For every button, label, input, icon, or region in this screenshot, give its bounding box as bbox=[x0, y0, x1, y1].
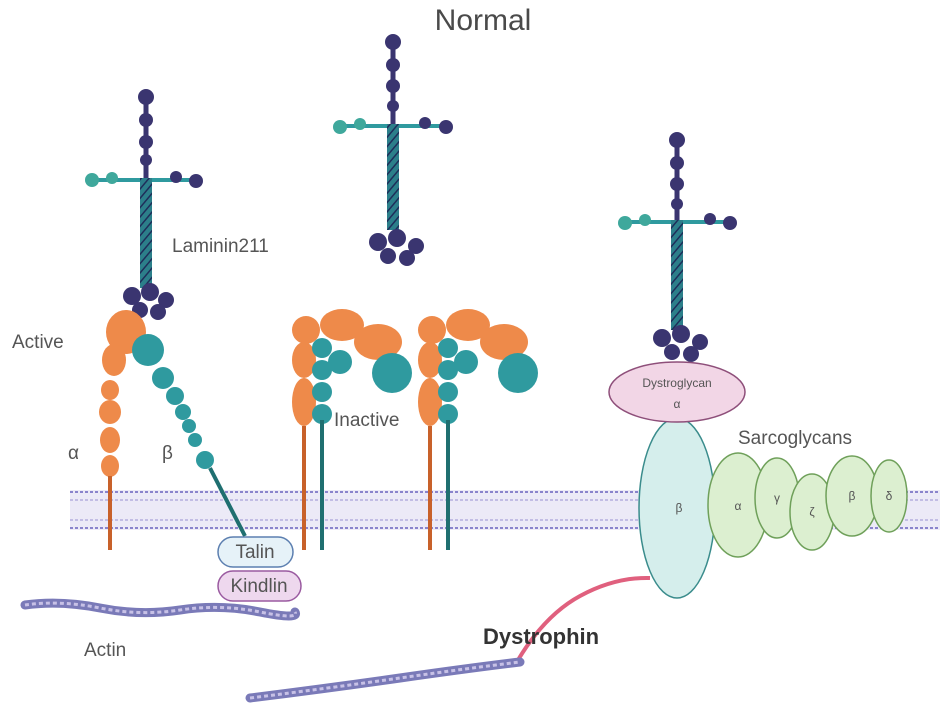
sarcoglycan-gamma-label: γ bbox=[774, 491, 780, 505]
active-label: Active bbox=[12, 332, 64, 353]
talin-box bbox=[217, 536, 294, 568]
sarcoglycan-delta bbox=[870, 459, 908, 533]
sarcoglycan-alpha-label: α bbox=[735, 499, 742, 513]
dystroglycan-beta-label: β bbox=[676, 501, 683, 515]
kindlin-label: Kindlin bbox=[230, 576, 287, 597]
actin-filament-left bbox=[20, 598, 301, 621]
laminin-2 bbox=[333, 34, 453, 266]
laminin-1 bbox=[85, 89, 203, 320]
laminin-label: Laminin211 bbox=[172, 236, 269, 257]
dystrophin-link bbox=[245, 575, 651, 703]
sarcoglycan-delta-label: δ bbox=[886, 489, 893, 503]
dystroglycan-label: Dystroglycan bbox=[642, 376, 711, 390]
sarcoglycan-beta-label: β bbox=[849, 489, 856, 503]
dystrophin-label: Dystrophin bbox=[483, 624, 599, 649]
inactive-label: Inactive bbox=[334, 410, 399, 431]
talin-label: Talin bbox=[235, 542, 274, 563]
inactive-integrin-1 bbox=[292, 309, 412, 550]
inactive-integrin-2 bbox=[418, 309, 538, 550]
beta-label: β bbox=[162, 443, 173, 464]
sarcoglycan-zeta-label: ζ bbox=[809, 505, 815, 519]
dystroglycan-alpha-label: α bbox=[674, 397, 681, 411]
alpha-label: α bbox=[68, 443, 79, 464]
dystroglycan-alpha bbox=[608, 361, 746, 423]
actin-label: Actin bbox=[84, 640, 126, 661]
sarcoglycans-label: Sarcoglycans bbox=[738, 428, 852, 449]
diagram-title: Normal bbox=[435, 4, 532, 37]
laminin-3 bbox=[618, 132, 737, 362]
dystroglycan-complex bbox=[608, 361, 746, 599]
adaptor-proteins bbox=[217, 536, 302, 602]
sarcoglycan-complex bbox=[707, 452, 908, 558]
active-integrin bbox=[99, 310, 247, 550]
kindlin-box bbox=[217, 570, 302, 602]
